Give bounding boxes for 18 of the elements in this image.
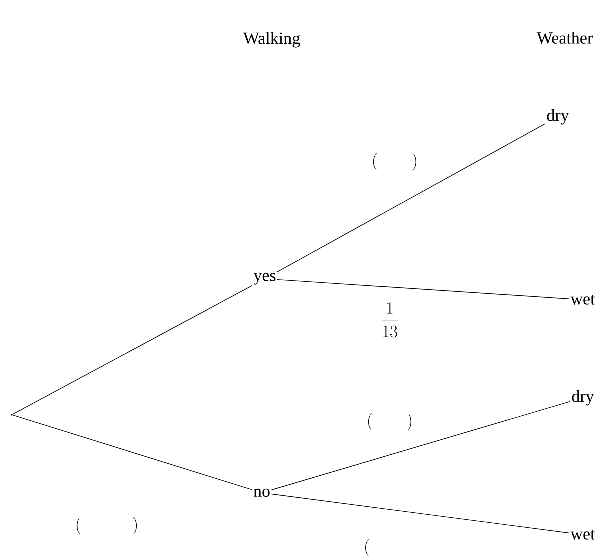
branch-line	[12, 285, 253, 415]
outcome-label: wet	[570, 530, 596, 540]
branch-line	[271, 401, 571, 490]
outcome-label: dry	[547, 109, 570, 125]
outcome-label: no	[254, 488, 270, 498]
column-heading: Weather	[536, 32, 593, 44]
branch-line	[277, 279, 570, 300]
outcome-label: wet	[570, 295, 596, 305]
edge-label: $(\qquad)$	[368, 413, 412, 431]
outcome-label: dry	[572, 390, 594, 406]
edge-label: $(\qquad)$	[373, 153, 417, 171]
answer-brackets: $(\qquad\quad)$	[76, 517, 138, 535]
branch-line	[277, 124, 546, 272]
edge-label: $\frac{1}{13}$	[382, 302, 398, 338]
branch-line	[12, 414, 253, 490]
column-heading: Walking	[243, 32, 300, 48]
outcome-label: yes	[254, 273, 276, 285]
branch-line	[271, 494, 570, 534]
